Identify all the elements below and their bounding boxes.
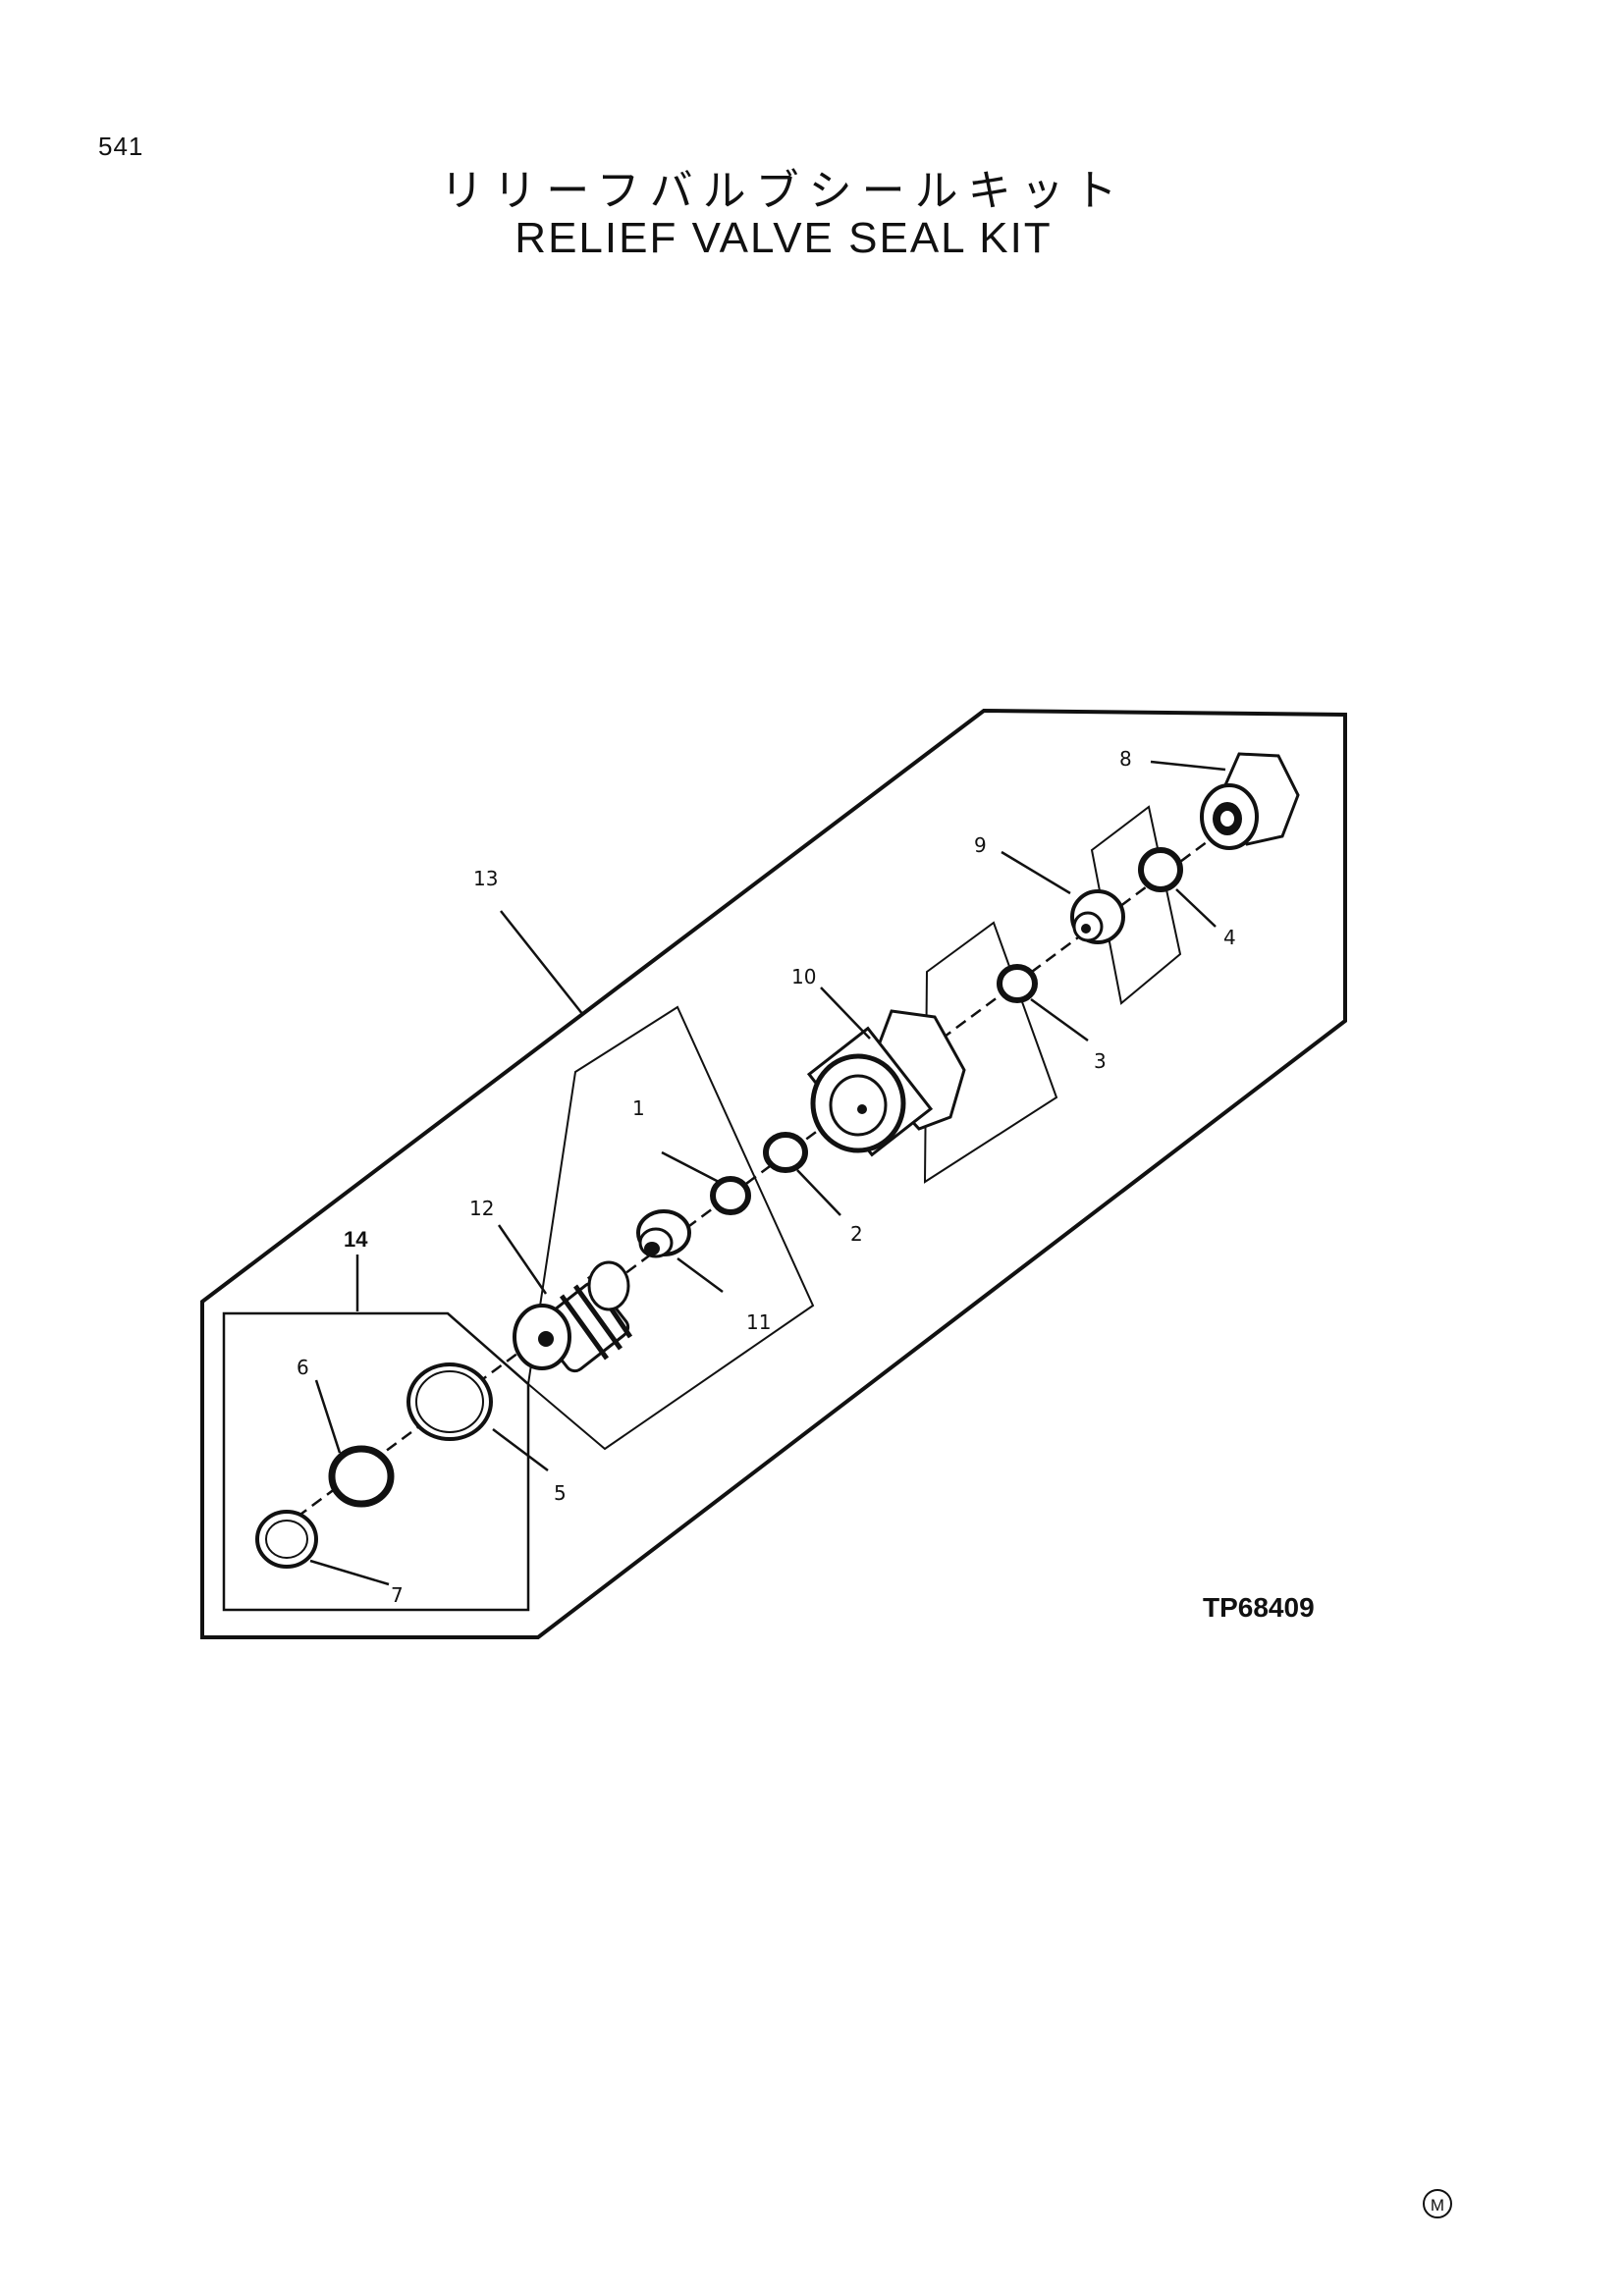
title-english: RELIEF VALVE SEAL KIT [514,214,1053,262]
callout-10: 10 [791,965,816,988]
figure-code: TP68409 [1203,1592,1315,1623]
callout-12: 12 [469,1197,494,1220]
part-11-poppet [636,1209,691,1258]
leader-lines [309,760,1226,1586]
part-4-oring [1138,847,1183,892]
part-10-plug [806,1009,966,1157]
callout-1: 1 [632,1096,645,1120]
group-14-outline [222,1311,530,1612]
callout-7: 7 [391,1583,404,1607]
part-7-oring [255,1510,318,1569]
part-9-piston [1070,889,1125,944]
part-3-oring [997,964,1038,1003]
callout-2: 2 [850,1222,863,1246]
part-2-backup-ring [763,1132,808,1173]
page-number: 541 [98,132,144,161]
part-5-oring [406,1362,493,1441]
callout-8: 8 [1119,747,1132,771]
callout-3: 3 [1094,1049,1107,1073]
callout-9: 9 [974,833,987,857]
callout-14: 14 [344,1227,368,1252]
part-6-backup-ring [328,1445,395,1508]
m-mark-symbol: M [1423,2189,1452,2218]
subkit-box-3 [1090,805,1182,1005]
callout-6: 6 [297,1356,309,1379]
callout-5: 5 [554,1481,567,1505]
part-8-adjusting-screw [1200,752,1300,850]
title-japanese: リリーフバルブシールキット [440,166,1127,216]
callout-11: 11 [746,1310,771,1334]
part-12-sleeve [513,1260,633,1373]
kit-outline [200,708,1347,1639]
callout-13: 13 [473,867,498,890]
part-1-oring [710,1176,751,1215]
callout-4: 4 [1223,926,1236,949]
